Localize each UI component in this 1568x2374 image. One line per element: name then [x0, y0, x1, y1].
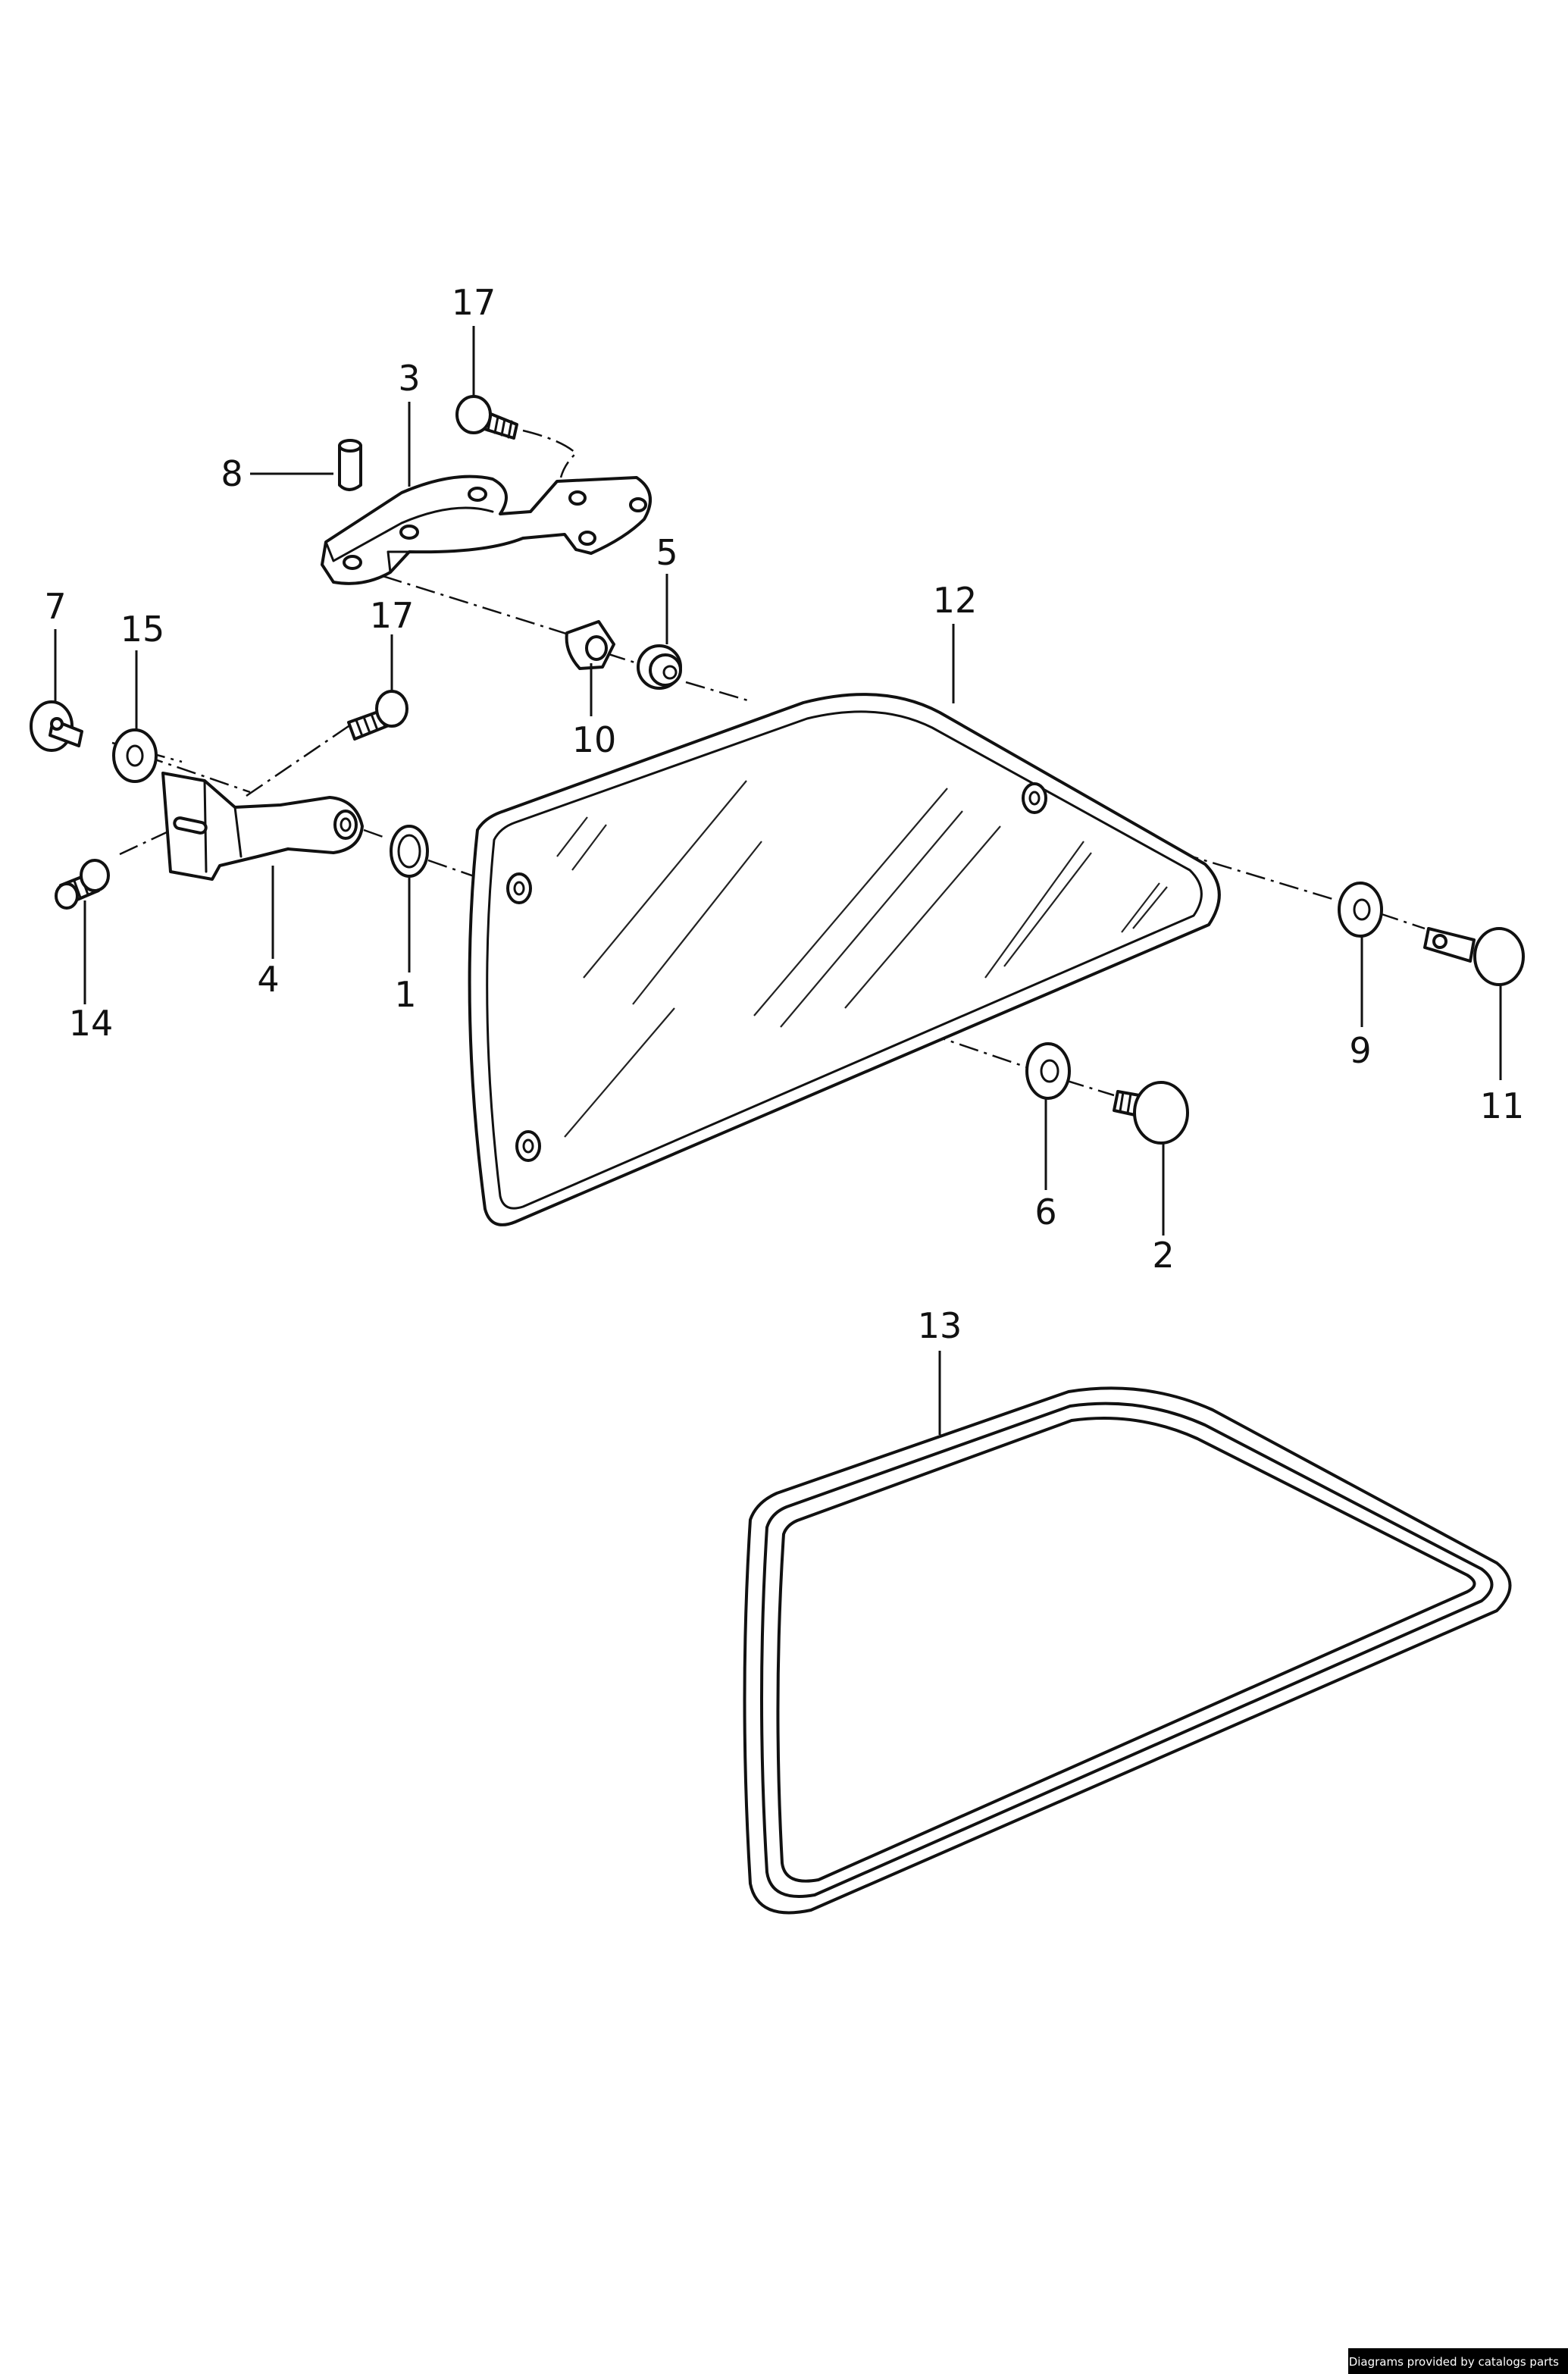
credit-text: Diagrams provided by catalogs parts [1348, 2355, 1559, 2369]
window-seal-part-13 [743, 1386, 1512, 1915]
callout-5: 5 [656, 532, 678, 573]
callout-10: 10 [572, 719, 617, 760]
callout-1: 1 [394, 974, 416, 1015]
screw-part-17-upper [455, 395, 518, 440]
bolt-part-2 [1113, 1081, 1189, 1145]
o-ring-part-1 [390, 825, 429, 878]
screw-part-17-lower [347, 690, 408, 741]
callout-4: 4 [257, 959, 279, 1000]
callout-12: 12 [933, 580, 978, 621]
bracket-part-4 [161, 772, 364, 881]
callout-9: 9 [1349, 1030, 1371, 1071]
callout-14: 14 [69, 1003, 114, 1044]
bolt-part-14 [55, 859, 110, 910]
callout-7: 7 [44, 586, 66, 627]
hinge-bracket-part-3 [321, 474, 652, 585]
nut-part-10 [565, 620, 615, 670]
washer-part-9 [1338, 882, 1383, 938]
callout-13: 13 [918, 1305, 962, 1346]
callout-15: 15 [120, 609, 165, 650]
callout-17-upper: 17 [452, 282, 496, 323]
callout-17-lower: 17 [370, 595, 415, 636]
callout-3: 3 [398, 358, 420, 399]
callout-6: 6 [1034, 1192, 1056, 1232]
callout-labels: 17 3 8 5 12 7 15 17 10 4 1 14 9 11 6 2 1… [44, 282, 1524, 1346]
callout-8: 8 [221, 453, 243, 494]
side-window-glass-part-12 [468, 693, 1221, 1226]
callout-11: 11 [1480, 1085, 1525, 1126]
washer-part-15 [112, 728, 158, 783]
callout-2: 2 [1152, 1235, 1174, 1276]
bolt-part-11 [1423, 927, 1525, 986]
bolt-part-7 [30, 700, 83, 752]
credit-banner: Diagrams provided by catalogs parts [1348, 2348, 1568, 2374]
washer-part-6 [1025, 1042, 1071, 1100]
grommet-part-5 [637, 644, 682, 690]
leader-lines [54, 326, 1502, 1435]
pin-part-8 [338, 439, 362, 491]
